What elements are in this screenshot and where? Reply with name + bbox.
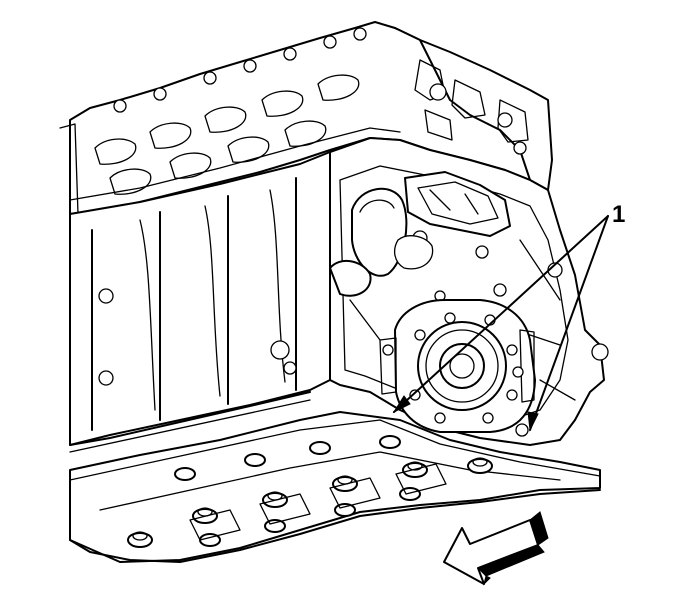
head-ports [94, 74, 360, 195]
main-bearing-bolts [127, 435, 493, 548]
bolt-row-1 [127, 457, 493, 548]
rear-main-seal-housing [379, 299, 536, 437]
arrow-icon [443, 511, 549, 586]
block-side-face [69, 151, 331, 453]
callout-leader-lines [392, 215, 609, 432]
bolt-row-3 [174, 435, 401, 481]
head-bolts-top [113, 27, 367, 113]
cylinder-head [59, 21, 553, 215]
callout-label: 1 [612, 201, 625, 228]
callout-1: 1 [392, 201, 625, 432]
